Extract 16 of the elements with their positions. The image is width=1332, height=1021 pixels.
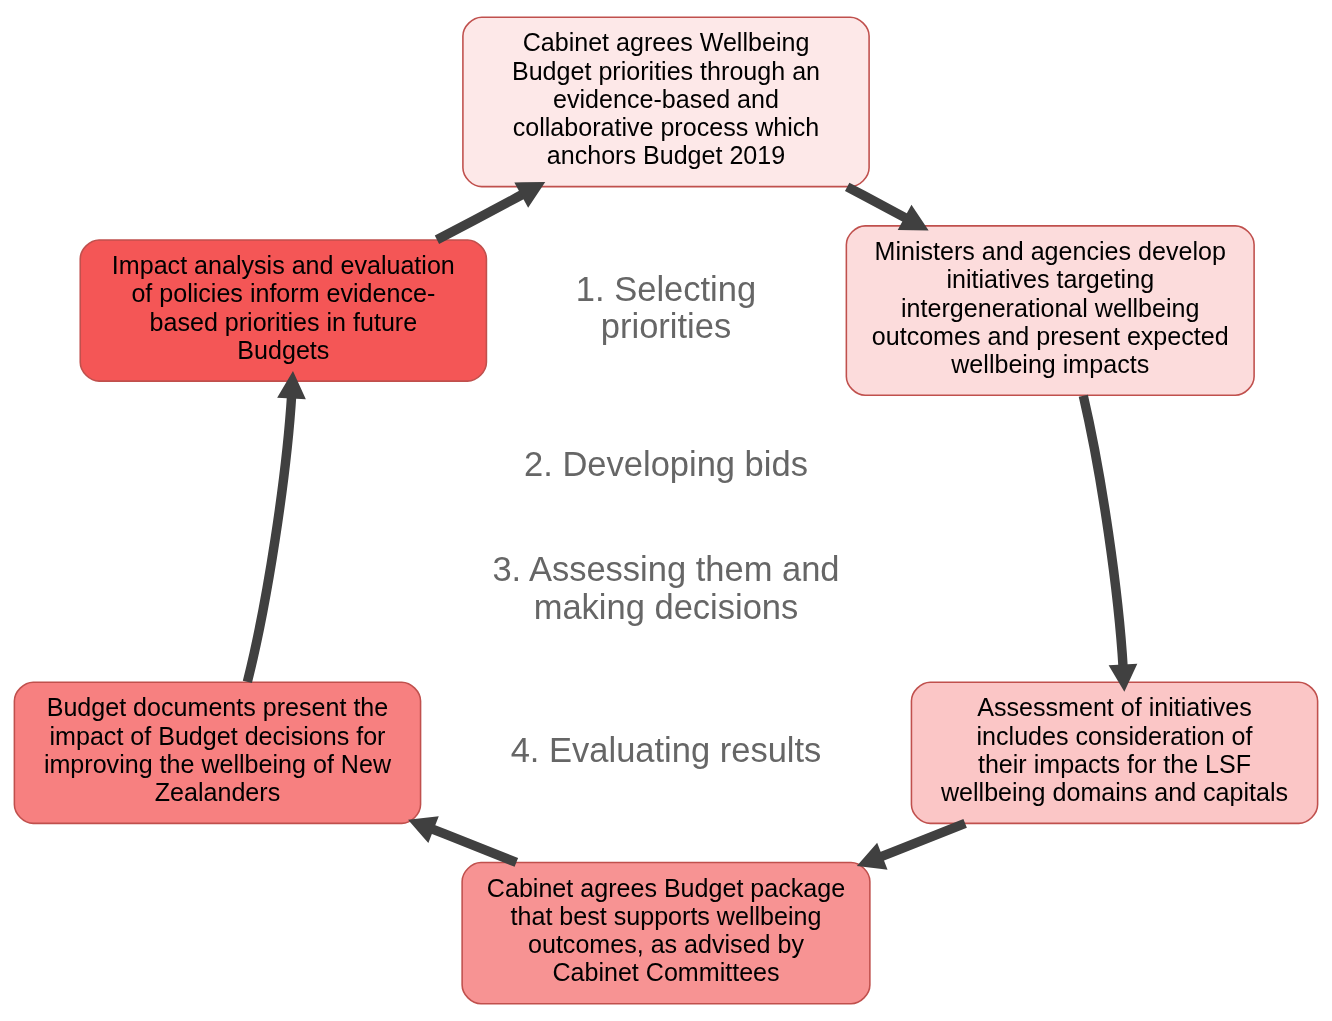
node-box: Cabinet agrees Budget package that best supports wellbeing outcomes, as advised by Cabinet Committees xyxy=(461,861,871,1005)
arrow xyxy=(434,181,546,244)
arrow xyxy=(845,182,929,231)
node-box: Impact analysis and evaluation of policies inform evidence-based priorities in future Budgets xyxy=(79,239,488,382)
arrow xyxy=(242,371,306,683)
node-box: Budget documents present the impact of Budget decisions for improving the wellbeing of New Zealanders xyxy=(13,681,422,825)
label: 4. Evaluating results xyxy=(510,730,822,769)
label: 3. Assessing them and making decisions xyxy=(492,550,840,626)
label: 2. Developing bids xyxy=(524,445,808,484)
node-box: Cabinet agrees Wellbeing Budget priorities through an evidence-based and collaborative process which anchors Budget 2019 xyxy=(462,16,870,188)
label: 1. Selecting priorities xyxy=(575,269,757,346)
node-box: Ministers and agencies develop initiatives targeting intergenerational wellbeing outcomes and present expected wellbeing impacts xyxy=(845,225,1255,396)
node-box: Assessment of initiatives includes consideration of their impacts for the LSF wellbeing domains and capitals xyxy=(910,681,1319,825)
arrow xyxy=(408,816,519,867)
arrow xyxy=(1078,394,1138,692)
arrow xyxy=(856,819,967,870)
